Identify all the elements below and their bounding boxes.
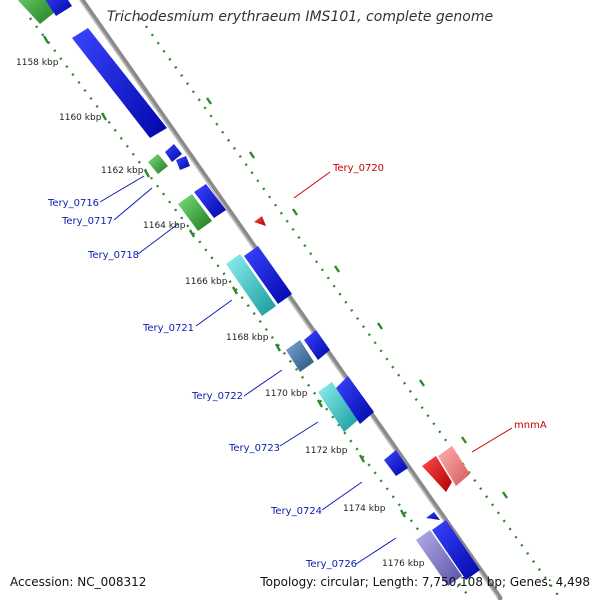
gene-label[interactable]: Tery_0721 (142, 323, 194, 334)
tick-label: 1176 kbp (382, 559, 425, 569)
tick-label: 1166 kbp (185, 277, 228, 287)
gene-arrow[interactable] (318, 382, 358, 432)
tick-marks-outer (206, 97, 508, 499)
gene-label[interactable]: Tery_0716 (47, 198, 99, 209)
gene-arrow[interactable] (384, 450, 408, 476)
label-leader-lines (99, 171, 513, 565)
tick-label: 1174 kbp (343, 504, 386, 514)
gene-label[interactable]: Tery_0722 (191, 391, 243, 402)
gene-arrow[interactable] (226, 254, 276, 316)
gene-arrow[interactable] (148, 154, 168, 174)
gene-arrow[interactable] (286, 340, 314, 372)
gene-label[interactable]: Tery_0726 (305, 559, 357, 570)
gene-arrow[interactable] (432, 520, 480, 580)
gene-label[interactable]: Tery_0723 (228, 443, 280, 454)
tick-label: 1158 kbp (16, 58, 59, 68)
inner-dotted-track (29, 17, 471, 599)
accession-text: Accession: NC_008312 (10, 575, 147, 589)
tick-label: 1160 kbp (59, 113, 102, 123)
gene-features (17, 0, 480, 586)
gene-arrow[interactable] (165, 144, 182, 162)
genome-summary-text: Topology: circular; Length: 7,750,108 bp… (260, 575, 590, 589)
gene-label[interactable]: mnmA (514, 420, 547, 431)
gene-arrow[interactable] (244, 246, 292, 304)
gene-arrow[interactable] (422, 456, 452, 492)
gene-arrow[interactable] (254, 216, 266, 226)
gene-arrow[interactable] (304, 330, 330, 360)
gene-arrow[interactable] (336, 376, 374, 424)
genome-backbone (79, 0, 503, 600)
gene-label[interactable]: Tery_0720 (332, 163, 384, 174)
gene-arrow[interactable] (416, 530, 462, 586)
tick-marks-inner (42, 35, 407, 518)
map-title: Trichodesmium erythraeum IMS101, complet… (106, 9, 494, 25)
gene-label[interactable]: Tery_0718 (87, 250, 139, 261)
gene-arrow[interactable] (44, 0, 72, 16)
tick-label: 1172 kbp (305, 446, 348, 456)
tick-label: 1168 kbp (226, 333, 269, 343)
gene-arrow[interactable] (438, 446, 470, 486)
gene-arrow[interactable] (176, 156, 190, 170)
gene-arrow[interactable] (178, 194, 212, 231)
gene-arrow[interactable] (426, 512, 440, 520)
tick-labels: 1158 kbp 1160 kbp 1162 kbp 1164 kbp 1166… (16, 58, 425, 569)
gene-label[interactable]: Tery_0724 (270, 506, 322, 517)
gene-arrow[interactable] (72, 28, 167, 138)
tick-label: 1162 kbp (101, 166, 144, 176)
gene-label[interactable]: Tery_0717 (61, 216, 113, 227)
gene-arrow[interactable] (194, 184, 226, 218)
tick-label: 1164 kbp (143, 221, 186, 231)
tick-label: 1170 kbp (265, 389, 308, 399)
gene-labels: Tery_0716 Tery_0717 Tery_0718 Tery_0721 … (47, 163, 547, 570)
